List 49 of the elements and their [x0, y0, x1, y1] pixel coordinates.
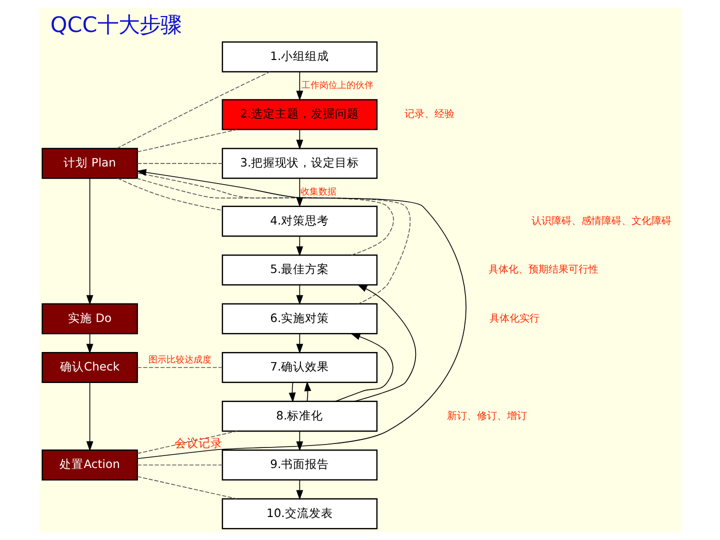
- arrow: [296, 480, 304, 500]
- node-box: 计划 Plan: [42, 148, 138, 179]
- edge-label: 图示比较达成度: [148, 355, 212, 366]
- node-box: 确认Check: [42, 352, 138, 383]
- arrow: [304, 381, 312, 402]
- arrow: [335, 333, 394, 402]
- arrow: [296, 178, 304, 208]
- node-box: 5.最佳方案: [222, 254, 378, 286]
- arrow: [296, 284, 304, 306]
- node-box: 1.小组组成: [222, 41, 378, 72]
- connector: [136, 178, 394, 256]
- node-box: 8.标准化: [222, 400, 378, 432]
- arrow: [288, 382, 296, 403]
- node-box: 6.实施对策: [222, 303, 378, 334]
- label: 具体化实行: [490, 313, 540, 324]
- arrow: [296, 333, 304, 354]
- node-box: 3.把握现状，设定目标: [222, 148, 378, 179]
- connector: [136, 163, 223, 164]
- node-box: 2.选定主题，发掘问题: [222, 99, 378, 130]
- arrow: [136, 169, 466, 460]
- connector: [137, 367, 223, 368]
- node-box: 实施 Do: [42, 303, 138, 334]
- arrow: [86, 382, 94, 452]
- diagram-title: QCC十大步骤: [50, 12, 182, 38]
- arrow: [86, 333, 94, 354]
- connector: [137, 430, 238, 454]
- node-box: 处置Action: [42, 450, 138, 480]
- edge-label: 工作岗位上的伙伴: [301, 81, 374, 92]
- arrow: [296, 236, 304, 256]
- connector: [116, 71, 270, 149]
- arrow: [296, 71, 304, 101]
- label: 新订、修订、增订: [447, 410, 528, 422]
- node-box: 9.书面报告: [222, 450, 378, 480]
- edge-label: 收集数据: [300, 188, 337, 198]
- connector: [117, 178, 223, 211]
- connector: [137, 129, 238, 152]
- arrow: [354, 284, 416, 402]
- node-box: 10.交流发表: [222, 498, 378, 530]
- arrow: [296, 430, 304, 452]
- connector: [136, 464, 223, 466]
- label: 具体化、预期结果可行性: [488, 264, 598, 276]
- arrow: [296, 129, 304, 150]
- node-box: 7.确认效果: [222, 352, 378, 383]
- connector: [137, 476, 238, 500]
- label: 记录、经验: [404, 109, 454, 120]
- node-box: 4.对策思考: [222, 206, 378, 237]
- label: 认识障碍、感情障碍、文化障碍: [531, 216, 672, 227]
- connector: [137, 172, 410, 304]
- arrow: [86, 178, 94, 306]
